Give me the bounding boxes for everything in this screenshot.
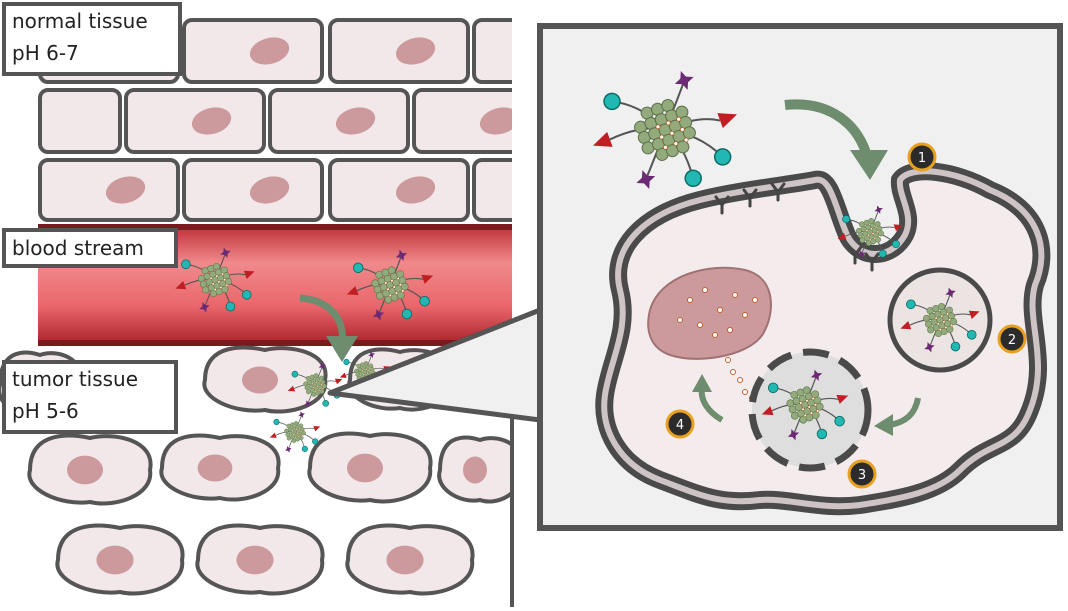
normal-cell [124,88,266,154]
nanoparticle [346,249,434,321]
step-badge-3: 3 [847,459,877,489]
receptor [770,182,786,202]
uptake-arrow [784,99,888,180]
blood-stream-text: blood stream [12,236,144,260]
receptor [714,195,730,215]
normal-ph-text: pH 6-7 [12,41,79,65]
tumor-cell [55,523,185,596]
nanoparticle [900,287,980,353]
step-label-3: 3 [858,468,866,483]
normal-cell [182,158,324,222]
normal-cell [328,158,470,222]
cell-nucleus [647,266,772,360]
blood-stream-label: blood stream [2,228,178,268]
step-label-1: 1 [918,151,926,166]
receptor [864,252,880,272]
normal-cell [38,88,122,154]
extravasation-arrow [299,294,358,362]
nanoparticle [175,247,255,313]
tumor-tissue-text: tumor tissue [12,367,138,391]
zoom-nanoparticles [592,71,980,441]
release-arrow [692,374,724,423]
zoom-panel: 1 2 3 4 [537,23,1063,531]
tumor-cell [307,431,433,504]
tissue-panel [0,18,512,596]
normal-cell [328,18,470,84]
normal-cell [268,88,410,154]
tumor-cell [27,433,153,506]
tumor-cell [437,435,512,504]
transport-arrow [874,397,921,436]
normal-tissue-text: normal tissue [12,9,148,33]
step-label-4: 4 [676,418,684,433]
receptor [847,245,863,265]
nanoparticle [761,369,849,441]
normal-tissue-cells [38,18,512,222]
normal-cell [472,158,512,222]
tumor-cell [345,523,475,596]
receptor [742,188,758,208]
step-label-2: 2 [1008,333,1016,348]
normal-cell [38,158,180,222]
step-badge-4: 4 [665,409,695,439]
tumor-cell [202,345,328,414]
nanoparticle [269,411,321,453]
tumor-tissue-label: tumor tissue pH 5-6 [2,360,178,434]
cell-receptors [714,182,880,272]
tumor-ph-text: pH 5-6 [12,399,79,423]
step-badge-2: 2 [997,324,1027,354]
step-badge-1: 1 [907,142,937,172]
normal-cell [412,88,512,154]
normal-cell [472,18,512,84]
tumor-cell [195,523,325,596]
nanoparticle [592,71,738,189]
tumor-cell [159,433,281,502]
normal-tissue-label: normal tissue pH 6-7 [2,2,182,76]
nanoparticle [837,205,903,259]
normal-cell [182,18,324,84]
